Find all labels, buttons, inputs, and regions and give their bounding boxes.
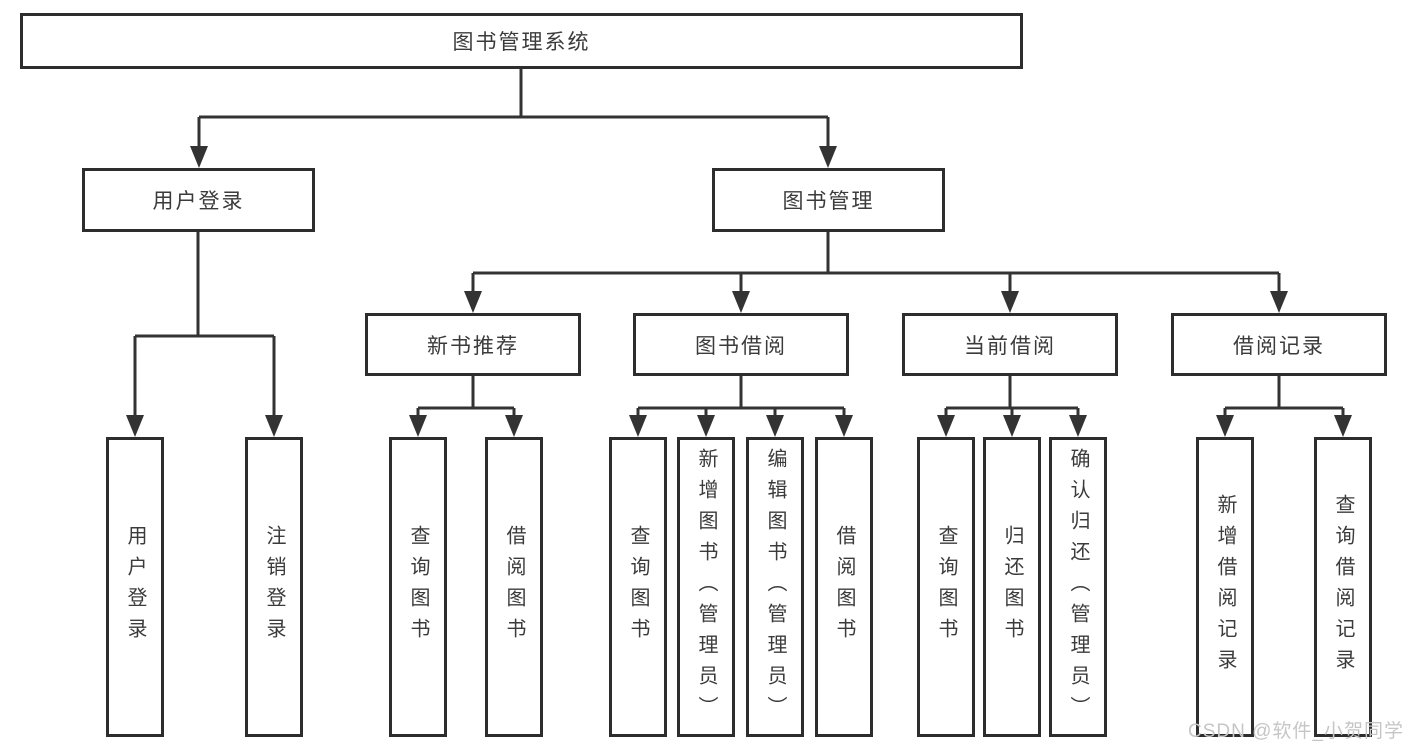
arrowheads bbox=[126, 146, 1352, 437]
leaf-borrow-books: 借阅图书 bbox=[815, 437, 873, 737]
leaf-confirm-return-admin: 确认归还（管理员） bbox=[1049, 437, 1107, 737]
node-user-login: 用户登录 bbox=[82, 168, 315, 232]
leaf-edit-book-admin: 编辑图书（管理员） bbox=[746, 437, 804, 737]
leaf-query-borrow-record: 查询借阅记录 bbox=[1314, 437, 1372, 737]
leaf-query-books-current: 查询图书 bbox=[917, 437, 975, 737]
leaf-user-login: 用户登录 bbox=[106, 437, 164, 737]
leaf-query-books-recommend: 查询图书 bbox=[389, 437, 447, 737]
node-book-borrow: 图书借阅 bbox=[633, 313, 849, 376]
node-borrow-records: 借阅记录 bbox=[1171, 313, 1387, 376]
leaf-logout: 注销登录 bbox=[245, 437, 303, 737]
leaf-add-borrow-record: 新增借阅记录 bbox=[1196, 437, 1254, 737]
leaf-return-books: 归还图书 bbox=[983, 437, 1041, 737]
node-book-management: 图书管理 bbox=[712, 168, 945, 232]
leaf-borrow-books-recommend: 借阅图书 bbox=[485, 437, 543, 737]
node-root: 图书管理系统 bbox=[20, 13, 1023, 69]
node-current-borrow: 当前借阅 bbox=[902, 313, 1118, 376]
node-new-book-recommend: 新书推荐 bbox=[365, 313, 581, 376]
csdn-watermark: CSDN @软件_小贺同学 bbox=[1188, 721, 1404, 742]
leaf-add-book-admin: 新增图书（管理员） bbox=[677, 437, 735, 737]
leaf-query-books-borrow: 查询图书 bbox=[609, 437, 667, 737]
